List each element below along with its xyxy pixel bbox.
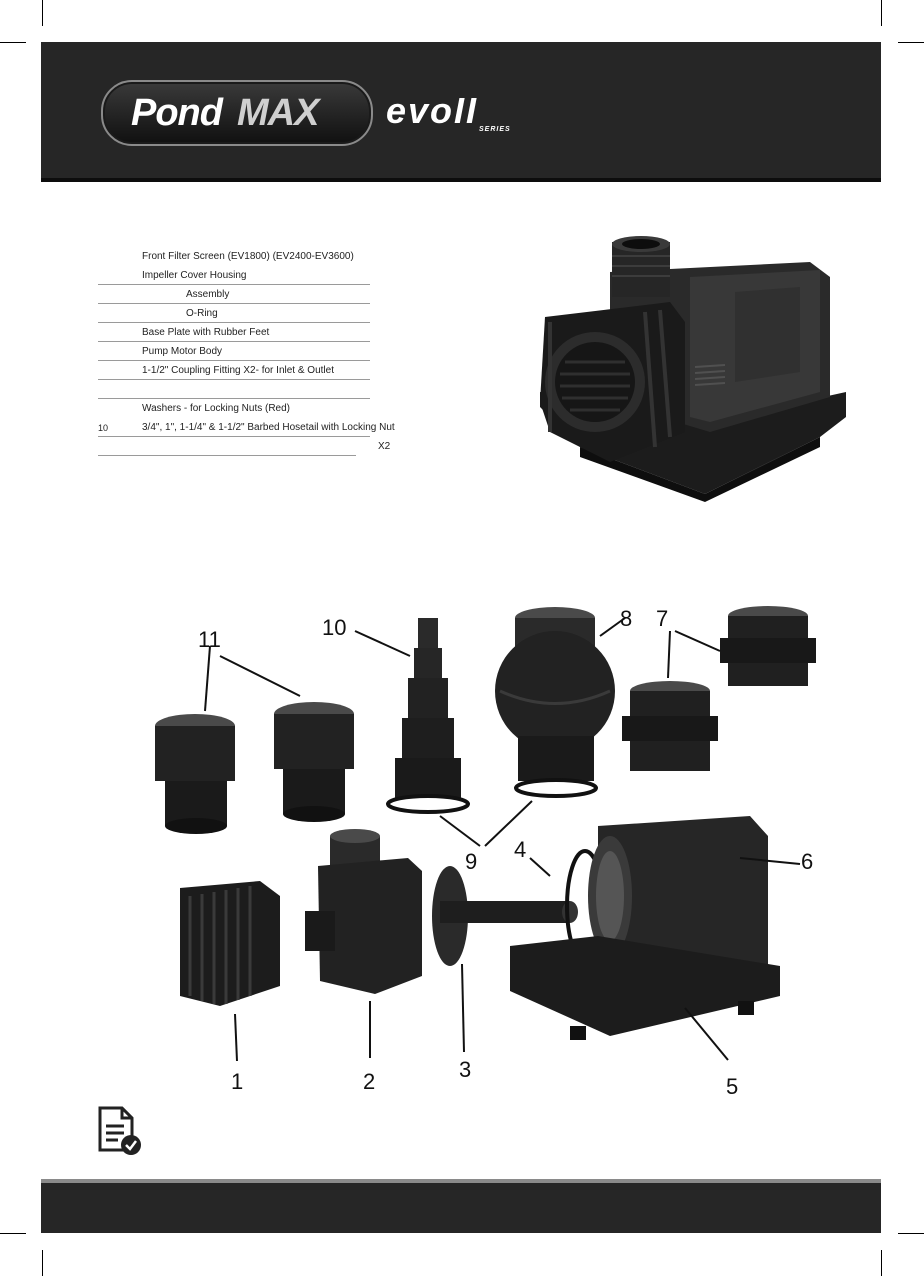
part-8-ball-outlet: [495, 607, 615, 798]
part-description: Front Filter Screen (EV1800) (EV2400-EV3…: [142, 251, 354, 262]
part-1-filter-screen: [180, 881, 280, 1006]
crop-mark: [0, 1233, 26, 1234]
footer-rule: [41, 1179, 881, 1183]
part-description: Assembly: [186, 289, 230, 300]
row-rule: [98, 398, 370, 399]
row-rule: [98, 341, 370, 342]
part-5-base-plate: [510, 936, 780, 1040]
header-band: Pond MAX evoII SERIES: [41, 42, 881, 182]
crop-mark: [898, 42, 924, 43]
part-10-hosetail: [386, 618, 470, 814]
series-word: evoII: [386, 90, 479, 131]
parts-list-row: X2: [98, 438, 438, 456]
parts-list-row: Pump Motor Body: [98, 343, 438, 361]
parts-list-row: Impeller Cover Housing: [98, 267, 438, 285]
crop-mark: [42, 0, 43, 26]
parts-list-row: Assembly: [98, 286, 438, 304]
callout-10: 10: [322, 615, 347, 640]
parts-list-row: Washers - for Locking Nuts (Red): [98, 400, 438, 418]
part-description: Washers - for Locking Nuts (Red): [142, 403, 291, 414]
assembled-pump-image: [540, 236, 846, 502]
callout-7: 7: [656, 606, 669, 631]
parts-list-row: Front Filter Screen (EV1800) (EV2400-EV3…: [98, 248, 438, 266]
callout-2: 2: [363, 1069, 376, 1094]
callout-8: 8: [620, 606, 633, 631]
crop-mark: [0, 42, 26, 43]
callout-5: 5: [726, 1074, 739, 1099]
brand-word-pond: Pond: [131, 92, 223, 134]
part-7-coupling-lower: [622, 681, 718, 771]
part-11-adaptor-right: [274, 702, 354, 822]
exploded-parts-diagram: [155, 606, 816, 1062]
parts-list-row: O-Ring: [98, 305, 438, 323]
series-sub: SERIES: [479, 126, 511, 133]
callout-1: 1: [231, 1069, 244, 1094]
row-rule: [98, 455, 356, 456]
row-rule: [98, 360, 370, 361]
row-rule: [98, 284, 370, 285]
part-description: Impeller Cover Housing: [142, 270, 247, 281]
crop-mark: [42, 1250, 43, 1276]
callout-6: 6: [801, 849, 814, 874]
part-number: 10: [98, 423, 109, 433]
parts-list-row: [98, 381, 438, 399]
footer-band: [41, 1183, 881, 1233]
part-description: X2: [378, 441, 391, 452]
part-2-impeller-housing: [305, 829, 422, 994]
callout-9: 9: [465, 849, 478, 874]
part-description: Pump Motor Body: [142, 346, 223, 357]
part-7-coupling-upper: [720, 606, 816, 686]
part-description: 3/4", 1", 1-1/4" & 1-1/2" Barbed Hosetai…: [142, 422, 395, 433]
part-3-impeller: [432, 866, 578, 966]
part-11-adaptor-left: [155, 714, 235, 834]
part-description: O-Ring: [186, 308, 218, 319]
crop-mark: [898, 1233, 924, 1234]
parts-list-row: Base Plate with Rubber Feet: [98, 324, 438, 342]
pondmax-logo: Pond MAX: [101, 80, 373, 146]
row-rule: [98, 436, 370, 437]
callout-4: 4: [514, 837, 527, 862]
part-description: Base Plate with Rubber Feet: [142, 327, 270, 338]
part-description: 1-1/2" Coupling Fitting X2- for Inlet & …: [142, 365, 334, 376]
row-rule: [98, 303, 370, 304]
callout-3: 3: [459, 1057, 472, 1082]
crop-mark: [881, 0, 882, 26]
parts-list-row: 10 3/4", 1", 1-1/4" & 1-1/2" Barbed Hoset…: [98, 419, 438, 437]
parts-list-row: 1-1/2" Coupling Fitting X2- for Inlet & …: [98, 362, 438, 380]
row-rule: [98, 322, 370, 323]
callout-11: 11: [198, 627, 221, 652]
row-rule: [98, 379, 370, 380]
document-check-icon: [98, 1106, 141, 1155]
evo-series-logo: evoII SERIES: [386, 92, 536, 134]
crop-mark: [881, 1250, 882, 1276]
brand-word-max: MAX: [237, 92, 319, 134]
